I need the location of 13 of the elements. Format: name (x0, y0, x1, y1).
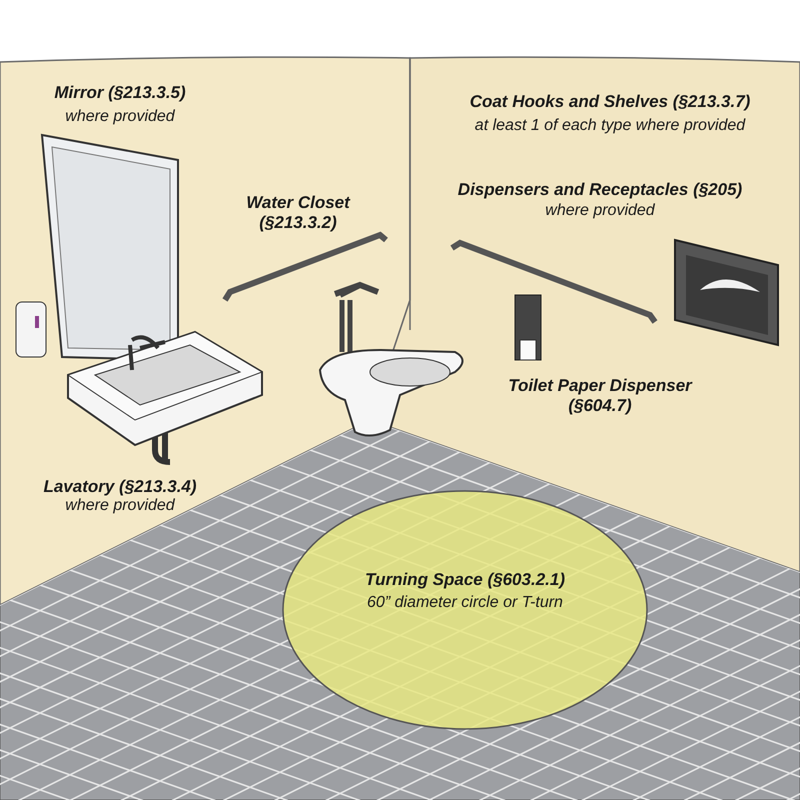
note-text: at least 1 of each type where provided (474, 117, 746, 135)
fixture-label: Water Closet (§213.3.2) (245, 193, 352, 233)
fixture-label: Toilet Paper Dispenser (§604.7) (507, 376, 694, 416)
fixture-label: Dispensers and Receptacles (§205) (458, 180, 742, 200)
note-text: where provided (545, 202, 655, 220)
note-text: 60” diameter circle or T-turn (366, 594, 564, 612)
fixture-label: Mirror (§213.3.5) (54, 83, 186, 103)
turning-space-title: Turning Space (§603.2.1) (364, 570, 566, 590)
fixture-label: Lavatory (§213.3.4) (43, 477, 197, 497)
note-text: where provided (65, 497, 175, 515)
turning-space-circle (282, 490, 648, 730)
fixture-label: Coat Hooks and Shelves (§213.3.7) (470, 92, 750, 112)
note-text: where provided (65, 108, 175, 126)
